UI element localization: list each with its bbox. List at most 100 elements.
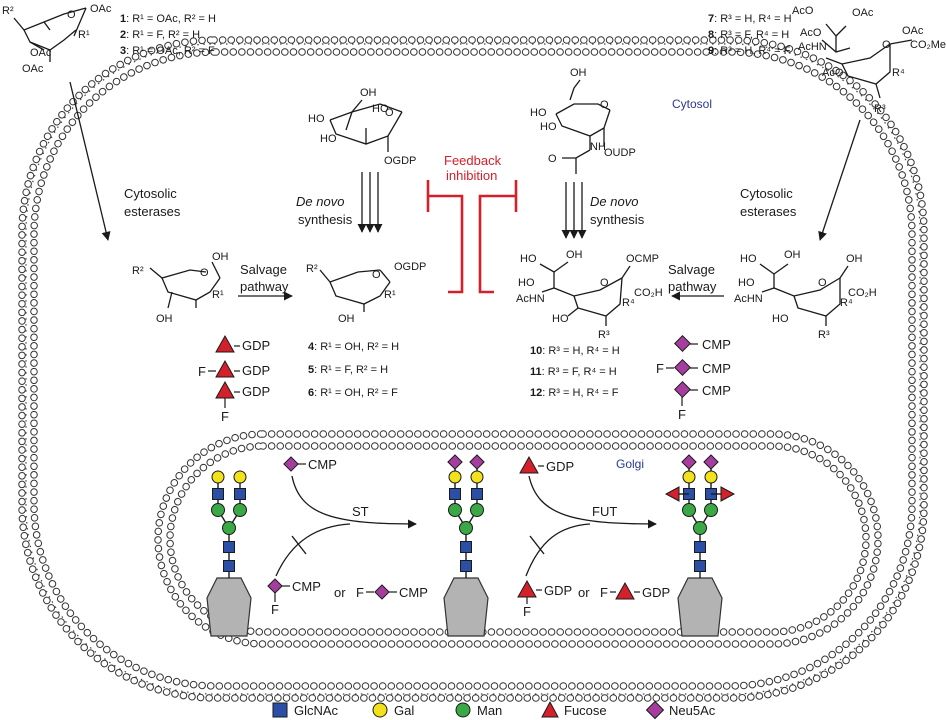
cmp-icon-label-2: CMP	[702, 361, 731, 376]
fut-inhibitor-fucose-icon-2	[615, 581, 635, 600]
gdp-mannose-structure	[329, 99, 403, 152]
legend-label: Man	[477, 703, 502, 718]
mannose-circle-icon	[211, 503, 225, 517]
gal-circle-icon	[372, 702, 388, 718]
udp-glcnac-structure	[555, 79, 611, 174]
glcnac-square-icon	[694, 560, 706, 572]
left-esterases-label-1: Cytosolic	[124, 186, 177, 201]
right-salvage-ho-bot: HO	[772, 313, 789, 325]
left-esterase-arrow	[69, 81, 111, 241]
right-salvage-oh-top: OH	[784, 249, 801, 261]
right-salvage-ho-left: HO	[738, 277, 755, 289]
gdp-man-ho-ring: HO	[372, 103, 389, 115]
glcnac-square-icon	[471, 488, 483, 500]
left-start-oac-mid: OAc	[30, 47, 52, 59]
legend-item-glcnac: GlcNAc	[272, 702, 339, 718]
compounds-10-12-list: 10: R³ = H, R⁴ = H 11: R³ = F, R⁴ = H 12…	[530, 345, 620, 399]
right-salvage-co2h: CO₂H	[848, 287, 877, 299]
left-denovo-arrows	[357, 172, 383, 233]
glycoprotein	[443, 454, 489, 637]
right-salvage-label-2: pathway	[668, 279, 717, 294]
mannose-circle-icon	[704, 503, 718, 517]
cmp-ho-top: HO	[520, 253, 537, 265]
cmp-icon-label-3: CMP	[702, 383, 731, 398]
neu5ac-diamond-icon	[447, 454, 463, 470]
gdp-icon-label-1: GDP	[242, 338, 270, 353]
glcnac-square-icon	[449, 488, 461, 500]
left-salvage-oh-bot: OH	[156, 313, 173, 325]
left-start-oac-top: OAc	[90, 3, 112, 15]
glcnac-square-icon	[272, 702, 288, 718]
mannose-circle-icon	[470, 503, 484, 517]
legend-label: GlcNAc	[294, 703, 339, 718]
cell-membrane	[18, 36, 928, 702]
left-start-r2: R²	[2, 5, 14, 17]
cmp-oh: OH	[566, 249, 583, 261]
compound-4: 4: R¹ = OH, R² = H	[308, 341, 399, 353]
glcnac-square-icon	[212, 488, 224, 500]
st-inhibitor-f: F	[271, 602, 279, 617]
st-inhibitor-cmp-label: CMP	[292, 579, 321, 594]
right-denovo-label-1: De novo	[590, 194, 638, 209]
cmp-achn: AcHN	[516, 293, 545, 305]
neu5ac-diamond-icon	[645, 700, 665, 720]
fucose-triangle-icon	[541, 700, 559, 718]
fluorofucose-triangle-icon	[215, 359, 235, 378]
gdp-icon-label-3: GDP	[242, 384, 270, 399]
gdp-man-ogdp: OGDP	[384, 155, 416, 167]
cmp-icon-f-2: F	[656, 361, 664, 376]
mannose-circle-icon	[222, 521, 236, 535]
left-salvage-sugar-structure	[149, 261, 221, 309]
right-start-o-ring: O	[882, 39, 891, 51]
st-inhibitor-neu5ac-icon-2	[374, 584, 390, 600]
cmp-o-ring: O	[600, 277, 609, 289]
fut-reaction: GDP FUT GDP F or F GDP	[517, 455, 670, 619]
glycoprotein	[664, 454, 736, 637]
cmp-r4: R⁴	[622, 297, 635, 309]
protein-shape	[443, 577, 489, 637]
udp-o-ring: O	[600, 99, 609, 111]
udp-o-carbonyl: O	[548, 153, 557, 165]
left-start-r1: R¹	[78, 29, 90, 41]
golgi-label: Golgi	[616, 457, 644, 471]
legend-label: Neu5Ac	[669, 703, 716, 718]
feedback-label-2: inhibition	[446, 168, 497, 183]
feedback-label-1: Feedback	[444, 153, 502, 168]
golgi-membrane	[154, 430, 882, 648]
compound-9: 9: R³ = H, R⁴ = F	[708, 45, 791, 57]
mannose-circle-icon	[682, 503, 696, 517]
glcnac-square-icon	[223, 541, 235, 553]
galactose-circle-icon	[682, 470, 696, 484]
st-or-label: or	[334, 585, 346, 600]
left-product-sugar-structure	[319, 269, 391, 312]
left-salvage-r1: R¹	[212, 289, 224, 301]
neu5ac-diamond-icon	[469, 454, 485, 470]
fut-donor-fucose-icon	[519, 455, 539, 474]
right-esterase-arrow	[818, 119, 861, 241]
cmp-ocmp: OCMP	[626, 253, 659, 265]
cmp-co2h: CO₂H	[634, 287, 663, 299]
fut-inhibitor-f-2: F	[600, 585, 608, 600]
mannose-circle-icon	[459, 521, 473, 535]
fucose-triangle-icon	[215, 334, 235, 353]
glcnac-square-icon	[223, 560, 235, 572]
right-start-sugar-structure	[821, 23, 913, 99]
right-denovo-arrows	[561, 182, 587, 239]
fut-or-label: or	[578, 585, 590, 600]
cmp-icon-label-1: CMP	[702, 337, 731, 352]
compound-3: 3: R¹ = OAc, R² = F	[120, 45, 215, 57]
right-salvage-sugar-structure	[759, 263, 849, 326]
cmp-ho-bot: HO	[552, 313, 569, 325]
left-product-ogdp: OGDP	[394, 261, 426, 273]
gdp-man-ho-mid: HO	[320, 133, 337, 145]
feedback-inhibition-symbol	[426, 180, 518, 294]
right-start-aco-2: AcO	[800, 27, 822, 39]
glcnac-square-icon	[694, 541, 706, 553]
fluoro-neu5ac-diamond-icon	[674, 359, 691, 376]
mannose-circle-icon	[693, 521, 707, 535]
udp-oh: OH	[570, 67, 587, 79]
right-salvage-oh: OH	[846, 253, 863, 265]
left-product-o-ring: O	[372, 269, 381, 281]
neu5ac-diamond-icon	[703, 454, 719, 470]
